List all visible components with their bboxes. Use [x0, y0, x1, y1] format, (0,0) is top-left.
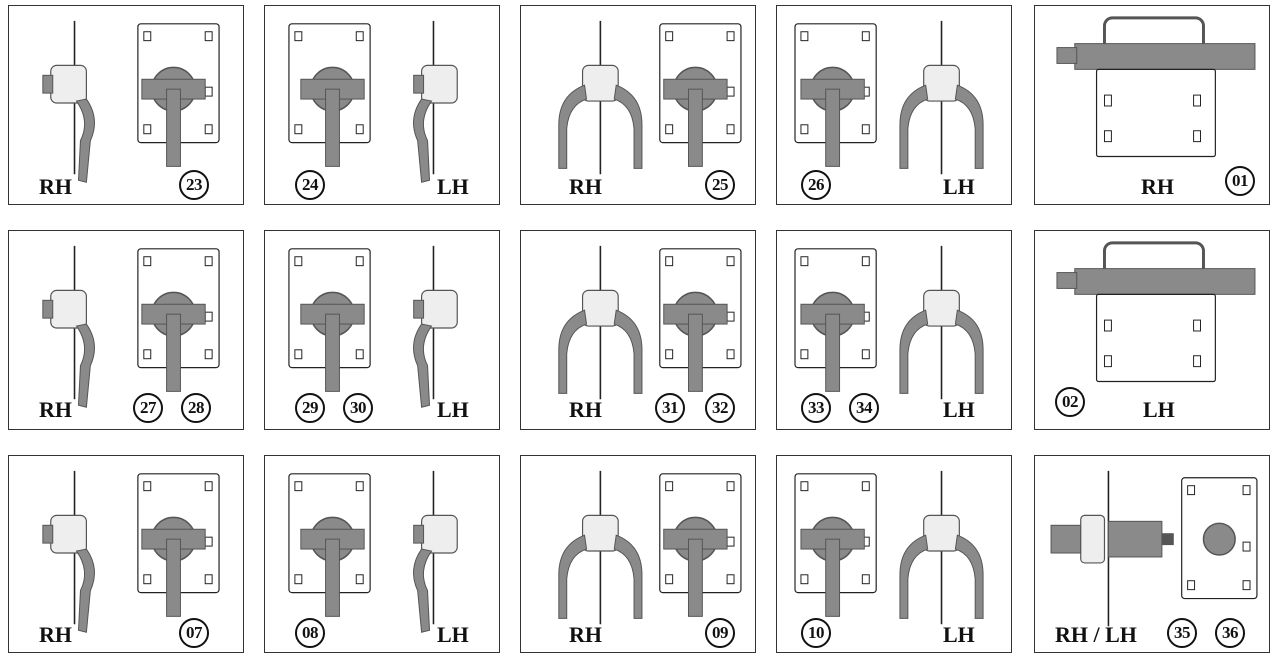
part-number-badge: 35 — [1167, 618, 1197, 648]
part-number-badge: 24 — [295, 170, 325, 200]
part-number-badge: 32 — [705, 393, 735, 423]
part-number-badge: 31 — [655, 393, 685, 423]
lock-diagram-bar-lh — [1056, 241, 1256, 383]
handedness-label: RH — [569, 397, 602, 422]
part-number-badge: 01 — [1225, 166, 1255, 196]
panel-10: 10 LH — [776, 455, 1012, 653]
lock-diagram-lever-lh — [288, 470, 458, 633]
part-number-badge: 08 — [295, 618, 325, 648]
lock-diagram-dual-rh — [558, 20, 742, 175]
part-number-badge: 27 — [133, 393, 163, 423]
handedness-label: LH — [1143, 397, 1175, 422]
lock-diagram-dual-rh — [558, 245, 742, 400]
lock-diagram-bar-rh — [1056, 16, 1256, 158]
handedness-label: LH — [437, 174, 469, 199]
panel-09: RH 09 — [520, 455, 756, 653]
panel-24: 24 LH — [264, 5, 500, 205]
handedness-label: LH — [943, 174, 975, 199]
part-number-badge: 36 — [1215, 618, 1245, 648]
handedness-label: RH — [39, 622, 72, 647]
handedness-label: LH — [943, 622, 975, 647]
part-number-badge: 02 — [1055, 387, 1085, 417]
lock-diagram-dual-lh — [794, 245, 984, 400]
handedness-label: RH / LH — [1055, 622, 1137, 647]
part-number-badge: 26 — [801, 170, 831, 200]
panel-31-32: RH 31 32 — [520, 230, 756, 430]
panel-25: RH 25 — [520, 5, 756, 205]
part-number-badge: 33 — [801, 393, 831, 423]
lock-diagram-lever-lh — [288, 20, 458, 183]
panel-08: 08 LH — [264, 455, 500, 653]
panel-23: RH 23 — [8, 5, 244, 205]
handedness-label: LH — [437, 397, 469, 422]
handedness-label: RH — [1141, 174, 1174, 199]
part-number-badge: 25 — [705, 170, 735, 200]
panel-27-28: RH 27 28 — [8, 230, 244, 430]
panel-01: RH 01 — [1034, 5, 1270, 205]
part-number-badge: 30 — [343, 393, 373, 423]
panel-26: 26 LH — [776, 5, 1012, 205]
panel-29-30: 29 30 LH — [264, 230, 500, 430]
lock-diagram-dual-lh — [794, 20, 984, 175]
panel-07: RH 07 — [8, 455, 244, 653]
panel-35-36: RH / LH 35 36 — [1034, 455, 1270, 653]
lock-diagram-dual-rh — [558, 470, 742, 625]
panel-02: 02 LH — [1034, 230, 1270, 430]
handedness-label: LH — [943, 397, 975, 422]
part-number-badge: 23 — [179, 170, 209, 200]
lock-diagram-lever-rh — [42, 245, 220, 408]
lock-diagram-cylinder — [1050, 470, 1258, 627]
lock-diagram-lever-lh — [288, 245, 458, 408]
part-number-badge: 07 — [179, 618, 209, 648]
handedness-label: RH — [569, 174, 602, 199]
panel-33-34: 33 34 LH — [776, 230, 1012, 430]
handedness-label: RH — [569, 622, 602, 647]
handedness-label: RH — [39, 397, 72, 422]
part-number-badge: 29 — [295, 393, 325, 423]
part-number-badge: 34 — [849, 393, 879, 423]
part-number-badge: 28 — [181, 393, 211, 423]
lock-diagram-lever-rh — [42, 470, 220, 633]
handedness-label: LH — [437, 622, 469, 647]
part-number-badge: 09 — [705, 618, 735, 648]
lock-diagram-lever-rh — [42, 20, 220, 183]
part-number-badge: 10 — [801, 618, 831, 648]
handedness-label: RH — [39, 174, 72, 199]
lock-diagram-dual-lh — [794, 470, 984, 625]
